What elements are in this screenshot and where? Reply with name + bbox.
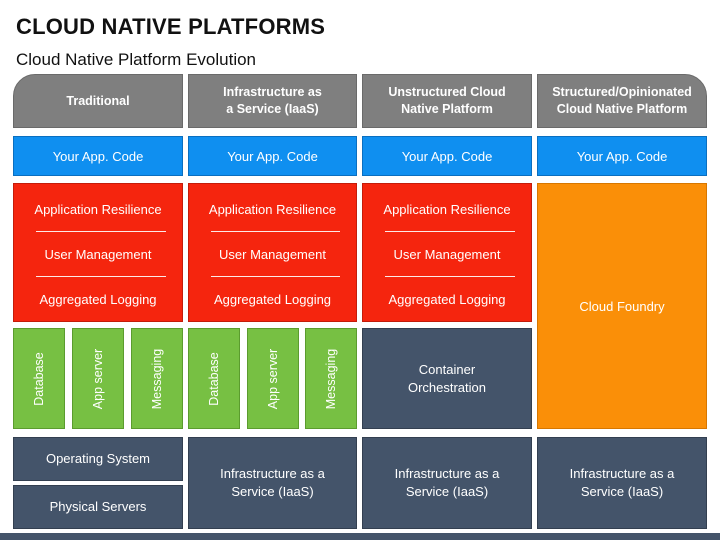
service-aggregated-logging: Aggregated Logging: [213, 292, 332, 307]
physical-servers-block: Physical Servers: [13, 485, 183, 529]
service-divider: [36, 231, 166, 232]
middleware-messaging-label: Messaging: [150, 348, 165, 409]
app-code-iaas: Your App. Code: [188, 136, 357, 176]
app-code-structured: Your App. Code: [537, 136, 707, 176]
operating-system-block: Operating System: [13, 437, 183, 481]
service-aggregated-logging: Aggregated Logging: [388, 292, 506, 307]
service-aggregated-logging: Aggregated Logging: [39, 292, 157, 307]
services-iaas: Application Resilience User Management A…: [188, 183, 357, 322]
cloud-foundry-block: Cloud Foundry: [537, 183, 707, 429]
header-structured: Structured/Opinionated Cloud Native Plat…: [537, 74, 707, 128]
middleware-messaging-label: Messaging: [324, 348, 339, 409]
container-orchestration-block: Container Orchestration: [362, 328, 532, 429]
service-application-resilience: Application Resilience: [34, 202, 162, 217]
iaas-block-structured: Infrastructure as a Service (IaaS): [537, 437, 707, 529]
middleware-app-server: App server: [247, 328, 299, 429]
header-traditional: Traditional: [13, 74, 183, 128]
service-divider: [211, 276, 340, 277]
middleware-app-server: App server: [72, 328, 124, 429]
service-application-resilience: Application Resilience: [383, 202, 511, 217]
service-divider: [385, 276, 515, 277]
middleware-app-server-label: App server: [91, 348, 106, 409]
service-user-management: User Management: [393, 247, 501, 262]
service-divider: [211, 231, 340, 232]
page-title: CLOUD NATIVE PLATFORMS: [16, 14, 326, 39]
iaas-block-iaas: Infrastructure as a Service (IaaS): [188, 437, 357, 529]
services-traditional: Application Resilience User Management A…: [13, 183, 183, 322]
service-user-management: User Management: [219, 247, 326, 262]
header-unstructured: Unstructured Cloud Native Platform: [362, 74, 532, 128]
header-iaas: Infrastructure as a Service (IaaS): [188, 74, 357, 128]
middleware-app-server-label: App server: [266, 348, 281, 409]
middleware-database-label: Database: [207, 351, 222, 406]
app-code-unstructured: Your App. Code: [362, 136, 532, 176]
page-subtitle: Cloud Native Platform Evolution: [16, 50, 257, 69]
app-code-traditional: Your App. Code: [13, 136, 183, 176]
iaas-block-unstructured: Infrastructure as a Service (IaaS): [362, 437, 532, 529]
middleware-database: Database: [13, 328, 65, 429]
service-user-management: User Management: [44, 247, 152, 262]
footer-bar: [0, 533, 720, 540]
service-divider: [385, 231, 515, 232]
service-application-resilience: Application Resilience: [208, 202, 337, 217]
middleware-database-label: Database: [32, 351, 47, 406]
service-divider: [36, 276, 166, 277]
middleware-messaging: Messaging: [305, 328, 357, 429]
services-unstructured: Application Resilience User Management A…: [362, 183, 532, 322]
middleware-database: Database: [188, 328, 240, 429]
middleware-messaging: Messaging: [131, 328, 183, 429]
